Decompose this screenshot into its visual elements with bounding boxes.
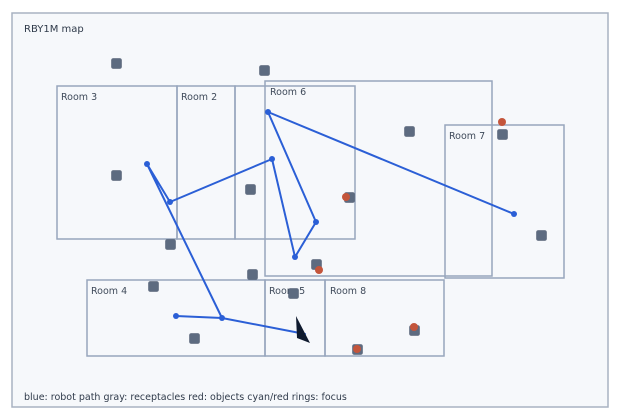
receptacle-marker — [259, 65, 270, 76]
receptacles-layer — [111, 58, 547, 355]
map-title: RBY1M map — [24, 24, 84, 35]
room-6-outline — [234, 85, 356, 240]
robot-arrow-head-icon — [296, 316, 310, 343]
rooms-layer: Room 3 Room 2 Room 6 Room 7 Room 4 Room … — [56, 80, 565, 357]
map-legend: blue: robot path gray: receptacles red: … — [24, 392, 347, 403]
path-waypoint — [167, 199, 173, 205]
receptacle-marker — [497, 129, 508, 140]
room-3-label: Room 3 — [61, 92, 97, 103]
receptacle-marker — [404, 126, 415, 137]
room-8-outline — [324, 279, 445, 357]
receptacle-marker — [165, 239, 176, 250]
receptacle-marker — [288, 288, 299, 299]
receptacle-marker — [111, 170, 122, 181]
path-waypoint — [265, 109, 271, 115]
object-dot — [342, 193, 350, 201]
room-8-label: Room 8 — [330, 286, 366, 297]
object-dot — [315, 266, 323, 274]
path-waypoint — [173, 313, 179, 319]
receptacle-marker — [536, 230, 547, 241]
object-dot — [498, 118, 506, 126]
objects-layer — [315, 118, 506, 353]
object-dot — [353, 345, 361, 353]
robot-path-layer — [144, 109, 517, 335]
path-waypoint — [313, 219, 319, 225]
room-4-label: Room 4 — [91, 286, 127, 297]
path-waypoint — [292, 254, 298, 260]
path-waypoint — [511, 211, 517, 217]
path-waypoint — [219, 315, 225, 321]
room-6-extension-outline — [264, 80, 493, 277]
room-7-label: Room 7 — [449, 131, 485, 142]
room-2-label: Room 2 — [181, 92, 217, 103]
path-waypoint — [144, 161, 150, 167]
receptacle-marker — [148, 281, 159, 292]
path-waypoint — [269, 156, 275, 162]
receptacle-marker — [189, 333, 200, 344]
receptacle-marker — [111, 58, 122, 69]
receptacle-marker — [247, 269, 258, 280]
room-6-label: Room 6 — [270, 87, 306, 98]
receptacle-marker — [245, 184, 256, 195]
room-5-label: Room 5 — [269, 286, 305, 297]
object-dot — [410, 323, 418, 331]
